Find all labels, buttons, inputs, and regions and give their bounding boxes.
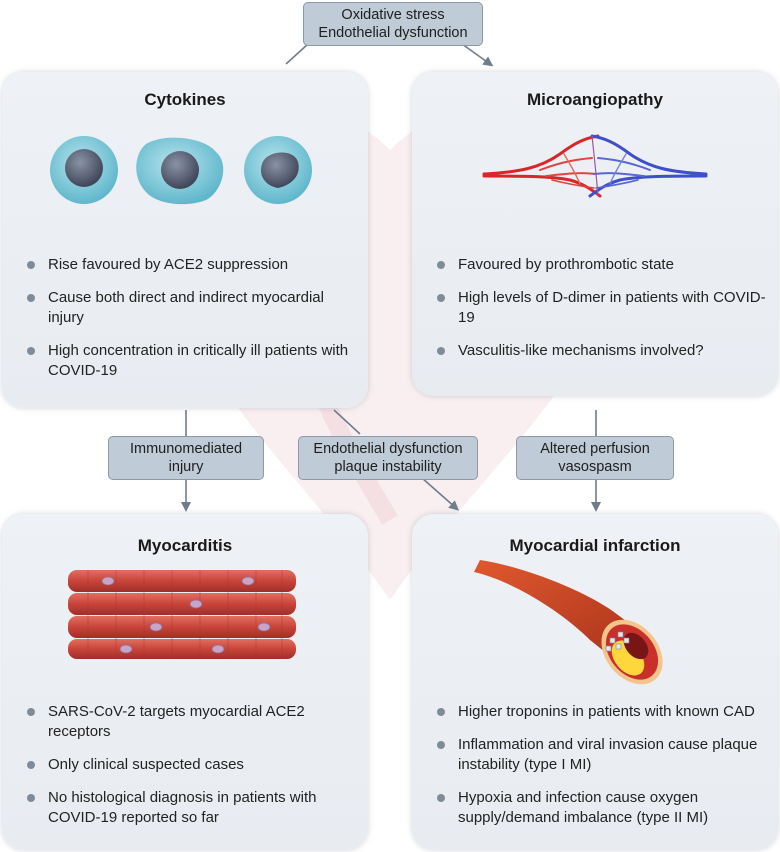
- list-item: Hypoxia and infection cause oxygen suppl…: [434, 788, 766, 828]
- capillary-network-illustration: [482, 134, 708, 198]
- list-item: No histological diagnosis in patients wi…: [24, 788, 356, 828]
- connector-endothelial-line2: plaque instability: [334, 459, 442, 475]
- panel-title-cytokines: Cytokines: [144, 90, 226, 109]
- cytokine-cells-illustration: [50, 136, 312, 205]
- panel-title-myocardial-infarction: Myocardial infarction: [509, 536, 681, 555]
- top-label-line2: Endothelial dysfunction: [318, 25, 468, 41]
- myocarditis-bullet-list: SARS-CoV-2 targets myocardial ACE2 recep…: [24, 702, 356, 841]
- connector-endothelial-line1: Endothelial dysfunction: [313, 441, 463, 457]
- connector-immuno-line1: Immunomediated: [129, 441, 243, 457]
- list-item: Cause both direct and indirect myocardia…: [24, 288, 356, 328]
- list-item: Higher troponins in patients with known …: [434, 702, 766, 722]
- list-item: Favoured by prothrombotic state: [434, 255, 766, 275]
- list-item: Only clinical suspected cases: [24, 755, 356, 775]
- top-label-oxidative-stress: Oxidative stress Endothelial dysfunction: [303, 2, 483, 46]
- connector-perfusion-line1: Altered perfusion: [540, 441, 650, 457]
- panel-myocarditis: Myocarditis SARS-CoV-2 targets myocardia…: [2, 514, 368, 850]
- list-item: Inflammation and viral invasion cause pl…: [434, 735, 766, 775]
- list-item: Vasculitis-like mechanisms involved?: [434, 341, 766, 361]
- panel-title-myocarditis: Myocarditis: [137, 536, 233, 555]
- connector-perfusion-line2: vasospasm: [558, 459, 632, 475]
- list-item: Rise favoured by ACE2 suppression: [24, 255, 356, 275]
- panel-title-microangiopathy: Microangiopathy: [526, 90, 663, 109]
- list-item: High concentration in critically ill pat…: [24, 341, 356, 381]
- cytokines-bullet-list: Rise favoured by ACE2 suppression Cause …: [24, 255, 356, 394]
- microangiopathy-bullet-list: Favoured by prothrombotic state High lev…: [434, 255, 766, 374]
- panel-microangiopathy: Microangiopathy Favoured by prothromboti…: [412, 72, 778, 396]
- top-label-line1: Oxidative stress: [341, 7, 445, 23]
- infarction-bullet-list: Higher troponins in patients with known …: [434, 702, 766, 841]
- panel-cytokines: Cytokines Rise favoured by ACE2 suppress…: [2, 72, 368, 408]
- panel-myocardial-infarction: Myocardial infarction Higher troponins i…: [412, 514, 778, 850]
- artery-plaque-illustration: [474, 560, 663, 685]
- connector-label-endothelial-dysfunction: Endothelial dysfunction plaque instabili…: [298, 436, 478, 480]
- cardiac-muscle-fibers-illustration: [68, 570, 296, 659]
- list-item: High levels of D-dimer in patients with …: [434, 288, 766, 328]
- connector-immuno-line2: injury: [168, 459, 204, 475]
- list-item: SARS-CoV-2 targets myocardial ACE2 recep…: [24, 702, 356, 742]
- connector-label-altered-perfusion: Altered perfusion vasospasm: [516, 436, 674, 480]
- connector-label-immunomediated-injury: Immunomediated injury: [108, 436, 264, 480]
